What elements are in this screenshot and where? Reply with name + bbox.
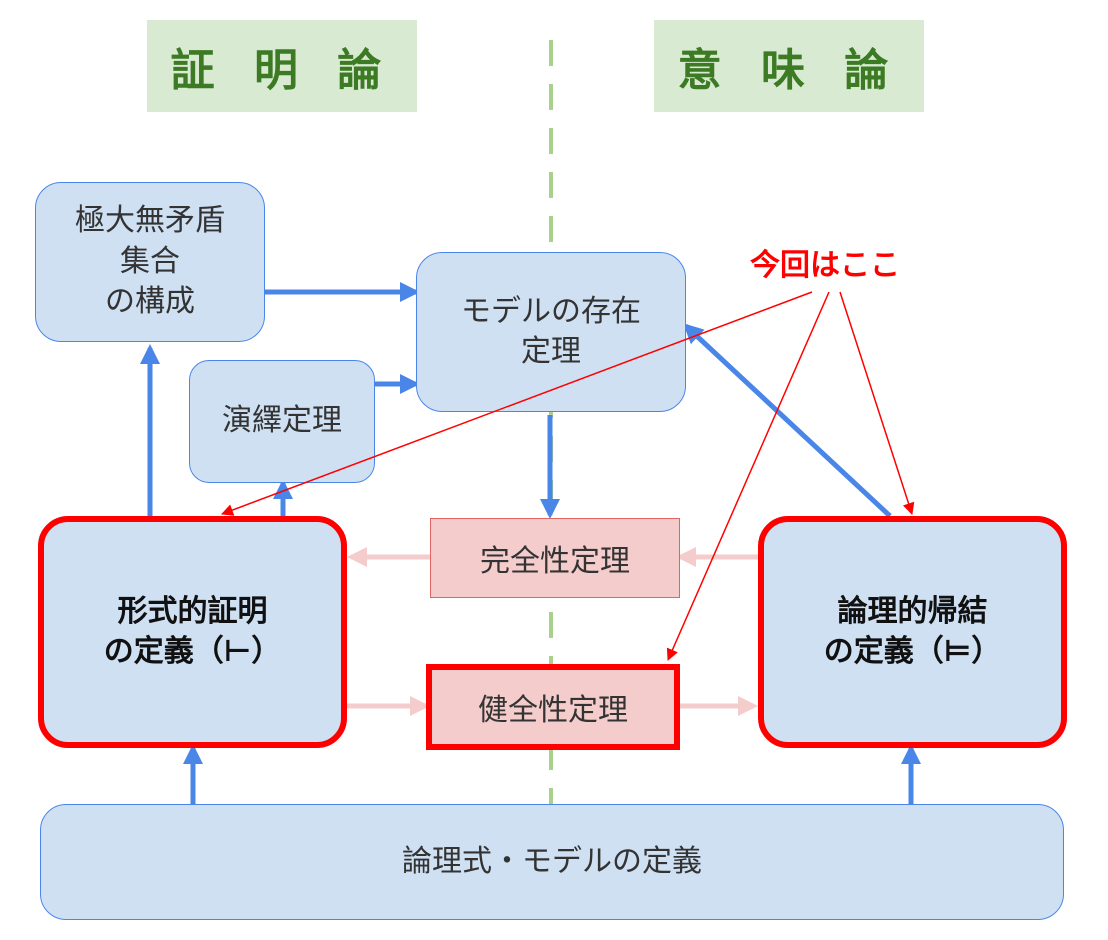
box-model-existence: モデルの存在 定理 xyxy=(416,252,686,412)
box-model-existence-label: モデルの存在 定理 xyxy=(461,293,641,370)
box-logical-consequence: 論理的帰結 の定義（⊨） xyxy=(758,516,1067,748)
box-formal-proof: 形式的証明 の定義（⊢） xyxy=(38,516,347,748)
arrow-consequence-to-model xyxy=(683,323,892,518)
box-maximal-consistent: 極大無矛盾 集合 の構成 xyxy=(35,182,265,342)
annotation-here-label: 今回はここ xyxy=(750,248,900,283)
header-proof-theory: 証 明 論 xyxy=(147,20,417,112)
header-semantics-label: 意 味 論 xyxy=(677,45,901,96)
annotation-here: 今回はここ xyxy=(750,240,900,284)
box-deduction-theorem: 演繹定理 xyxy=(189,360,375,483)
header-semantics: 意 味 論 xyxy=(654,20,924,112)
box-formula-model-def: 論理式・モデルの定義 xyxy=(40,804,1064,920)
box-completeness-label: 完全性定理 xyxy=(480,544,630,579)
box-logical-consequence-label: 論理的帰結 の定義（⊨） xyxy=(823,593,1002,670)
box-soundness: 健全性定理 xyxy=(426,664,680,750)
box-formal-proof-label: 形式的証明 の定義（⊢） xyxy=(103,593,282,670)
header-proof-theory-label: 証 明 論 xyxy=(170,45,394,96)
box-completeness: 完全性定理 xyxy=(430,518,680,598)
box-deduction-theorem-label: 演繹定理 xyxy=(222,403,342,439)
box-soundness-label: 健全性定理 xyxy=(478,693,628,728)
box-maximal-consistent-label: 極大無矛盾 集合 の構成 xyxy=(75,203,225,320)
box-formula-model-def-label: 論理式・モデルの定義 xyxy=(402,843,702,879)
